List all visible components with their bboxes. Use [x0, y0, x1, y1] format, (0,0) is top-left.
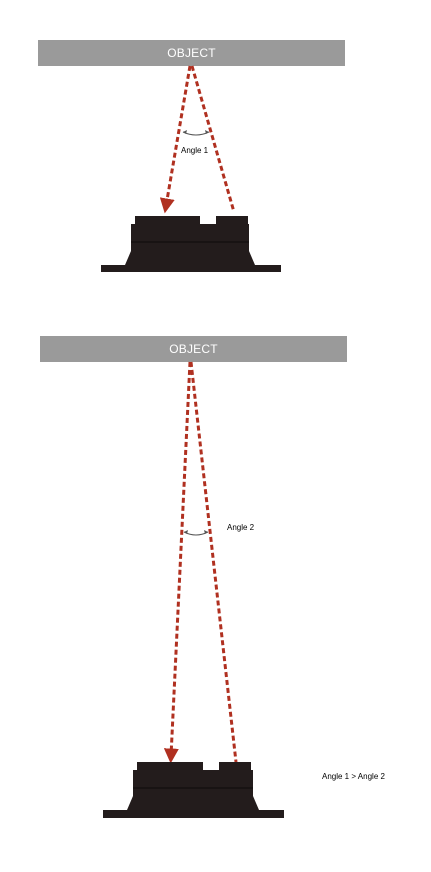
sensor-top — [101, 216, 281, 272]
angle-arc-top — [182, 131, 210, 136]
angle-label-top: Angle 1 — [181, 146, 209, 155]
arc-arrow-left-bottom — [184, 530, 188, 534]
angle-label-bottom: Angle 2 — [227, 523, 255, 532]
arc-arrow-left-top — [183, 130, 187, 134]
object-bar-bottom: OBJECT — [40, 336, 347, 362]
arc-arrow-right-top — [205, 130, 209, 134]
object-label-bottom: OBJECT — [169, 342, 218, 356]
ray-left-top — [159, 65, 192, 214]
angle-arc-bottom — [183, 531, 209, 536]
ray-right-top — [190, 65, 236, 213]
object-label-top: OBJECT — [167, 46, 216, 60]
ray-diagram-bottom — [163, 361, 238, 764]
object-bar-top: OBJECT — [38, 40, 345, 66]
sensor-emitter-top — [135, 216, 200, 226]
ray-diagram-top — [159, 65, 236, 214]
sensor-body-bottom — [133, 770, 253, 818]
arc-arrow-right-bottom — [204, 530, 208, 534]
sensor-body-top — [131, 224, 249, 272]
sensor-emitter-bottom — [137, 762, 203, 772]
ray-right-bottom — [189, 361, 238, 763]
sensor-bottom — [103, 762, 284, 818]
sensor-receiver-top — [216, 216, 248, 226]
ray-left-bottom — [163, 361, 192, 764]
sensor-receiver-bottom — [219, 762, 251, 772]
angle-comparison-label: Angle 1 > Angle 2 — [322, 772, 385, 781]
